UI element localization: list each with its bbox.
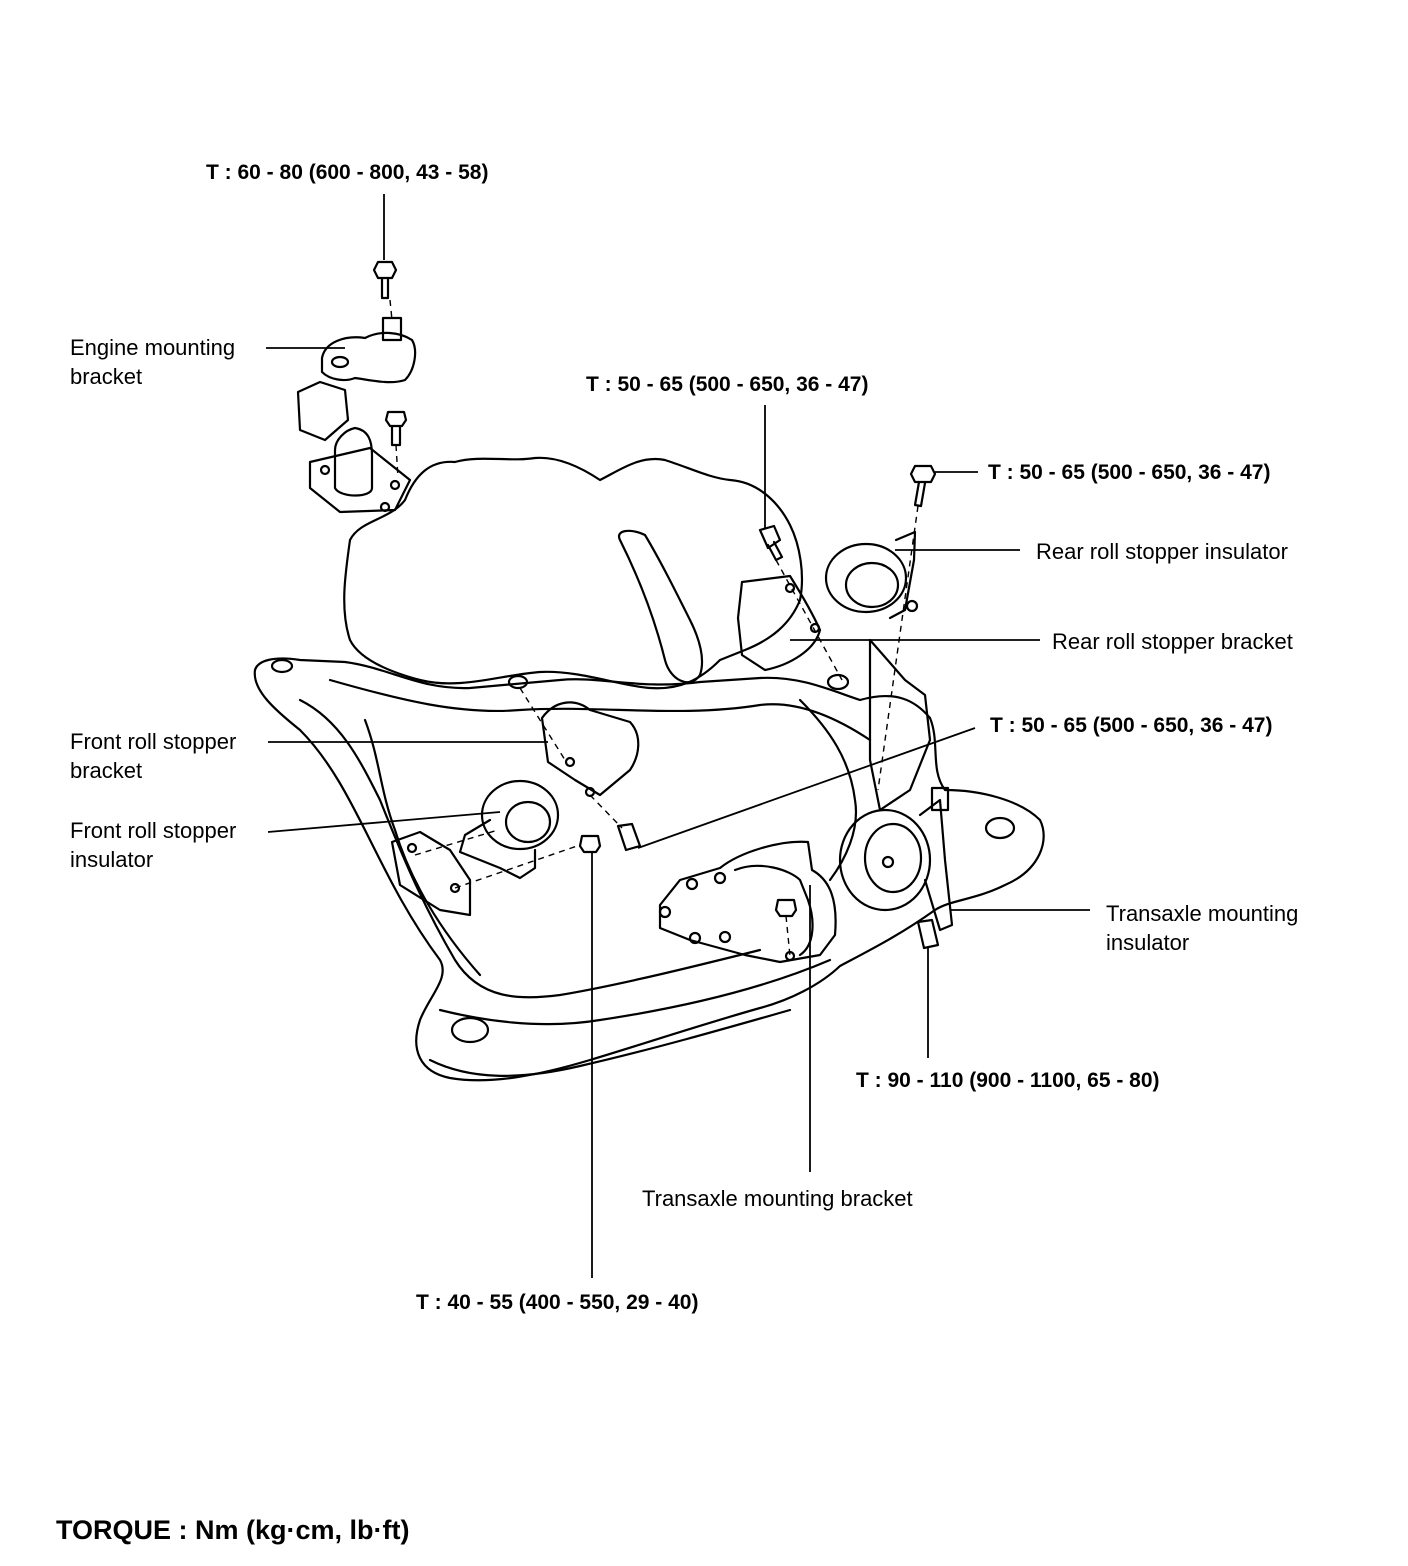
rear-bracket-bolt (758, 524, 784, 562)
torque-label-rear-insulator: T : 50 - 65 (500 - 650, 36 - 47) (988, 461, 1271, 484)
engine-mount-hole (379, 501, 391, 513)
subframe-bottom-edge (428, 1008, 792, 1077)
alignment-line (395, 444, 399, 479)
engine-mount-hole (319, 464, 331, 476)
subframe-front-hole (450, 1016, 490, 1044)
subframe-outline (253, 657, 1045, 1082)
front-roll-crossmember-bracket (390, 830, 472, 917)
label-rear-roll-stopper-bracket: Rear roll stopper bracket (1052, 629, 1293, 654)
alignment-line (454, 844, 581, 889)
rear-roll-insulator-body (824, 542, 908, 614)
engine-mount-dome (333, 426, 374, 497)
front-roll-bracket-shape (540, 701, 640, 797)
alignment-line (775, 559, 843, 681)
rear-crossmember-hole (826, 673, 850, 691)
front-roll-insulator-face (504, 800, 552, 844)
leader-front-insulator (267, 811, 501, 833)
transaxle-insulator-hole (881, 855, 895, 869)
subframe-inner-rear (328, 678, 872, 742)
front-insulator-bolt (616, 822, 642, 852)
front-roll-insulator-body (480, 779, 560, 851)
front-roll-bracket-hole (564, 756, 576, 768)
transaxle-insulator-bolt (916, 918, 940, 950)
front-roll-bracket-hole (406, 842, 418, 854)
front-roll-insulator-arm (458, 818, 537, 880)
torque-label-engine-bracket: T : 60 - 80 (600 - 800, 43 - 58) (206, 161, 489, 184)
torque-units-legend: TORQUE : Nm (kg·cm, lb·ft) (56, 1515, 410, 1545)
transaxle-bracket-hole (688, 931, 702, 945)
label-front-roll-stopper-insulator: Front roll stopper insulator (70, 818, 237, 872)
transaxle-bracket-hole (685, 877, 699, 891)
alignment-line (589, 794, 623, 829)
torque-label-front-insulator: T : 50 - 65 (500 - 650, 36 - 47) (990, 714, 1273, 737)
rear-roll-insulator-arm (888, 530, 917, 620)
transaxle-bracket-loop (733, 864, 814, 957)
transaxle-bracket-hole (713, 871, 727, 885)
front-roll-bracket-hole (449, 882, 461, 894)
alignment-line (389, 299, 393, 321)
transaxle-insulator-body (838, 808, 932, 912)
engine-bracket-bolt (372, 260, 398, 300)
transaxle-bracket-hole (658, 905, 672, 919)
subframe-right-hole (984, 816, 1016, 840)
transaxle-bracket-bolt (774, 898, 798, 918)
rear-roll-insulator-face (844, 561, 900, 609)
transmission-outline (343, 456, 804, 690)
torque-label-transaxle-insulator: T : 90 - 110 (900 - 1100, 65 - 80) (856, 1069, 1160, 1092)
subframe-inner-front (298, 698, 762, 999)
engine-bracket-hole (330, 355, 350, 369)
subframe-left-hole (270, 658, 294, 674)
torque-label-front-bracket: T : 40 - 55 (400 - 550, 29 - 40) (416, 1291, 699, 1314)
subframe-inner-lower (438, 958, 832, 1026)
transaxle-insulator-stud (930, 786, 950, 812)
front-bracket-bolt (578, 834, 602, 854)
alignment-line (519, 687, 566, 761)
engine-bracket-shape (320, 331, 417, 384)
subframe-rear-arm (798, 698, 858, 882)
engine-mount-side-bolt (384, 410, 408, 447)
engine-mount-insulator (308, 446, 412, 514)
alignment-line (414, 829, 499, 856)
label-engine-mounting-bracket: Engine mounting bracket (70, 335, 236, 389)
alignment-line (785, 915, 791, 957)
label-transaxle-mounting-insulator: Transaxle mounting insulator (1106, 901, 1299, 955)
label-rear-roll-stopper-insulator: Rear roll stopper insulator (1036, 539, 1288, 564)
engine-bracket-stud (381, 316, 403, 342)
transmission-arm (617, 529, 704, 684)
label-transaxle-mounting-bracket: Transaxle mounting bracket (642, 1186, 913, 1211)
transaxle-insulator-bracket (918, 798, 954, 932)
subframe-inner-side (363, 718, 482, 977)
engine-mount-hole (389, 479, 401, 491)
label-front-roll-stopper-bracket: Front roll stopper bracket (70, 729, 237, 783)
engine-mount-block (296, 380, 350, 442)
alignment-line (877, 505, 919, 791)
rear-roll-crossmember-bracket (868, 638, 932, 812)
rear-roll-insulator-hole (905, 599, 919, 613)
rear-roll-bracket-hole (784, 582, 796, 594)
transaxle-bracket-hole (718, 930, 732, 944)
rear-roll-bracket-shape (736, 574, 822, 672)
leader-front-insulator-torque (637, 727, 976, 849)
rear-insulator-bolt (909, 464, 937, 508)
transaxle-bracket-shape (658, 840, 837, 964)
transaxle-insulator-face (863, 822, 923, 894)
front-crossmember-hole (507, 674, 529, 690)
torque-label-rear-bracket: T : 50 - 65 (500 - 650, 36 - 47) (586, 373, 869, 396)
